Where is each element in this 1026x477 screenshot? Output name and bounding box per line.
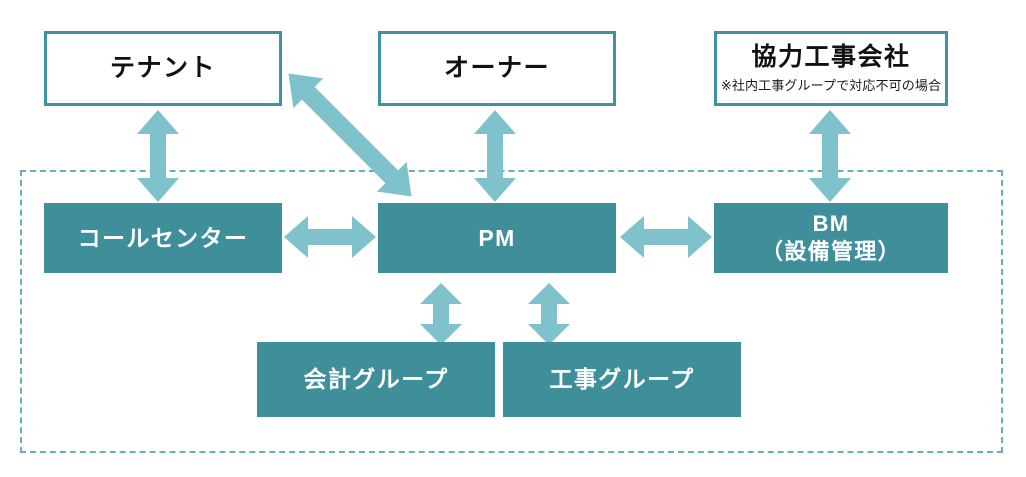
arrow-partner-bm: [809, 110, 851, 202]
box-construction-group[interactable]: 工事グループ: [503, 342, 741, 417]
box-bm-subtitle: （設備管理）: [761, 239, 901, 264]
arrow-pm-construction: [528, 283, 570, 345]
arrow-owner-pm: [474, 110, 516, 202]
box-partner-contractor-subtitle: ※社内工事グループで対応不可の場合: [720, 77, 942, 93]
box-pm-title: PM: [478, 224, 516, 251]
arrow-tenant-pm-diagonal: [285, 72, 415, 198]
arrow-callcenter-pm: [284, 216, 376, 258]
box-tenant-title: テナント: [109, 54, 216, 83]
box-accounting-group-title: 会計グループ: [303, 366, 449, 393]
arrow-pm-bm: [620, 216, 712, 258]
box-accounting-group[interactable]: 会計グループ: [257, 342, 495, 417]
arrow-pm-accounting: [420, 283, 462, 345]
box-bm-title: BM: [812, 210, 850, 236]
box-owner-title: オーナー: [443, 54, 550, 83]
arrow-tenant-callcenter: [137, 110, 179, 202]
box-tenant[interactable]: テナント: [44, 31, 282, 106]
box-call-center[interactable]: コールセンター: [44, 203, 282, 273]
box-bm[interactable]: BM （設備管理）: [714, 203, 948, 273]
box-pm[interactable]: PM: [378, 203, 616, 273]
box-partner-contractor[interactable]: 協力工事会社 ※社内工事グループで対応不可の場合: [714, 31, 948, 106]
box-call-center-title: コールセンター: [77, 224, 249, 251]
box-partner-contractor-title: 協力工事会社: [751, 43, 911, 72]
box-owner[interactable]: オーナー: [378, 31, 616, 106]
box-construction-group-title: 工事グループ: [549, 366, 695, 393]
internal-organization-boundary: [20, 170, 1003, 453]
